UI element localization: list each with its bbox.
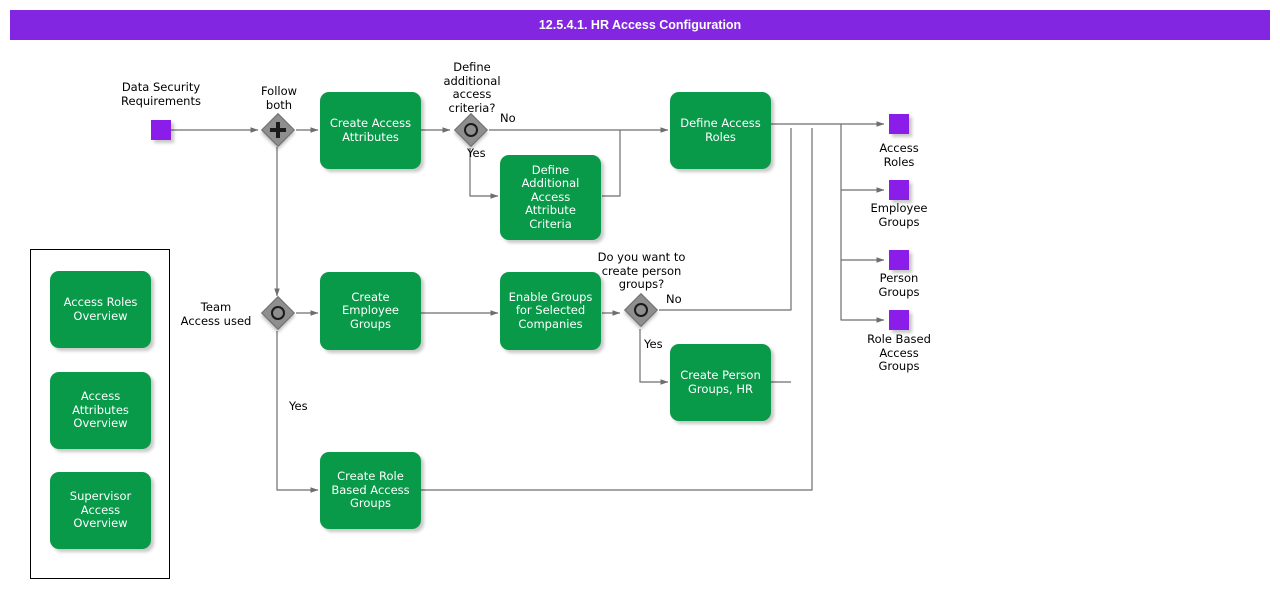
circle-icon (464, 123, 478, 137)
gateway-define-additional-access-criteria[interactable] (454, 113, 488, 147)
page-title-bar: 12.5.4.1. HR Access Configuration (10, 10, 1270, 40)
data-object-employee-groups[interactable] (889, 180, 909, 200)
circle-icon (271, 306, 285, 320)
data-object-access-roles[interactable] (889, 114, 909, 134)
edge-label-no-person-groups: No (666, 292, 682, 306)
edge-label-yes-additional-criteria: Yes (467, 146, 486, 160)
edge-label-yes-person-groups: Yes (644, 337, 663, 351)
gateway-create-person-groups[interactable] (624, 293, 658, 327)
edge-label-yes-team-access: Yes (289, 399, 308, 413)
edge-define-additional-return (602, 130, 621, 197)
gateway-team-access-used[interactable] (261, 296, 295, 330)
gateway-follow-both[interactable] (261, 113, 295, 147)
data-object-data-security-requirements[interactable] (151, 120, 171, 140)
edge-label-no-additional-criteria: No (500, 111, 516, 125)
page-title: 12.5.4.1. HR Access Configuration (538, 18, 742, 32)
plus-icon-vertical (276, 122, 280, 138)
data-object-role-based-access-groups[interactable] (889, 310, 909, 330)
data-object-person-groups[interactable] (889, 250, 909, 270)
edge-role-based-riser (421, 128, 813, 491)
circle-icon (634, 303, 648, 317)
